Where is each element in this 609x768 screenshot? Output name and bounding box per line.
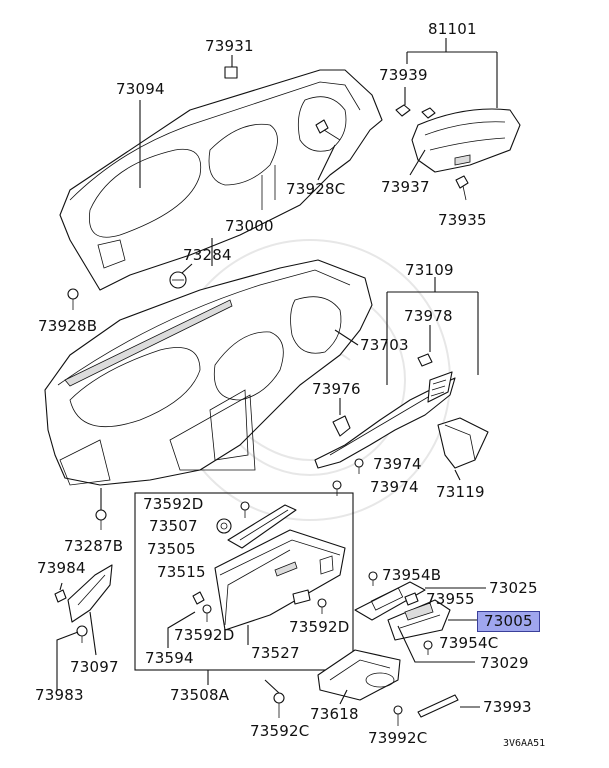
label-73703[interactable]: 73703 bbox=[360, 336, 409, 354]
leader-73928c bbox=[317, 144, 336, 181]
latch-73592d-right[interactable] bbox=[292, 589, 311, 605]
tray-73618[interactable] bbox=[317, 649, 401, 701]
leader-73284 bbox=[181, 263, 193, 274]
label-73592d-right[interactable]: 73592D bbox=[289, 618, 350, 636]
label-73931[interactable]: 73931 bbox=[205, 37, 254, 55]
leader-81101 bbox=[406, 38, 498, 108]
leader-73594 bbox=[167, 611, 196, 648]
label-73939[interactable]: 73939 bbox=[379, 66, 428, 84]
label-81101[interactable]: 81101 bbox=[428, 20, 477, 38]
label-73287b[interactable]: 73287B bbox=[64, 537, 124, 555]
label-73974-b[interactable]: 73974 bbox=[370, 478, 419, 496]
label-73937[interactable]: 73937 bbox=[381, 178, 430, 196]
label-73954b[interactable]: 73954B bbox=[382, 566, 442, 584]
label-73594[interactable]: 73594 bbox=[145, 649, 194, 667]
label-73025[interactable]: 73025 bbox=[489, 579, 538, 597]
rod-73993[interactable] bbox=[417, 694, 459, 718]
screw-73928c[interactable] bbox=[315, 119, 341, 141]
screw-73287b[interactable] bbox=[95, 509, 107, 530]
label-73928c[interactable]: 73928C bbox=[286, 180, 346, 198]
leader-73984 bbox=[59, 582, 63, 591]
switch-panel-73005[interactable] bbox=[387, 599, 451, 641]
meter-hood-81101[interactable] bbox=[411, 108, 521, 173]
label-73592d-left[interactable]: 73592D bbox=[174, 626, 235, 644]
label-73527[interactable]: 73527 bbox=[251, 644, 300, 662]
screw-73974-b[interactable] bbox=[332, 480, 342, 496]
label-73505[interactable]: 73505 bbox=[147, 540, 196, 558]
screw-73983[interactable] bbox=[76, 625, 88, 643]
screw-73954b[interactable] bbox=[368, 571, 378, 586]
clip-73939[interactable] bbox=[395, 104, 436, 119]
label-73005-selected[interactable]: 73005 bbox=[477, 611, 540, 632]
leader-73937 bbox=[409, 149, 426, 176]
label-73284[interactable]: 73284 bbox=[183, 246, 232, 264]
leader-73029 bbox=[397, 625, 475, 663]
clip-73515[interactable] bbox=[192, 591, 205, 605]
glove-box-group-frame bbox=[134, 492, 354, 671]
panel-73109[interactable] bbox=[314, 371, 456, 469]
label-73508a[interactable]: 73508A bbox=[170, 686, 230, 704]
leader-73097 bbox=[89, 611, 97, 656]
label-73507[interactable]: 73507 bbox=[149, 517, 198, 535]
side-cover-73097[interactable] bbox=[67, 564, 113, 623]
screw-73935[interactable] bbox=[455, 175, 469, 201]
label-73955[interactable]: 73955 bbox=[426, 590, 475, 608]
screw-73592d-left[interactable] bbox=[202, 604, 212, 622]
label-73928b[interactable]: 73928B bbox=[38, 317, 98, 335]
label-73000[interactable]: 73000 bbox=[225, 217, 274, 235]
leader-73119 bbox=[454, 469, 461, 481]
label-73097[interactable]: 73097 bbox=[70, 658, 119, 676]
clip-73955[interactable] bbox=[404, 592, 419, 606]
dash-upper-panel-73094[interactable] bbox=[59, 69, 383, 291]
box-73119[interactable] bbox=[437, 417, 489, 469]
dash-panel-73000[interactable] bbox=[44, 259, 373, 486]
label-73094[interactable]: 73094 bbox=[116, 80, 165, 98]
leader-73592c bbox=[264, 679, 280, 694]
drawing-code: 3V6AA51 bbox=[503, 738, 546, 749]
label-73618[interactable]: 73618 bbox=[310, 705, 359, 723]
label-73954c[interactable]: 73954C bbox=[439, 634, 499, 652]
part-73507[interactable] bbox=[216, 518, 232, 534]
cap-73284[interactable] bbox=[169, 271, 187, 289]
screw-73592c[interactable] bbox=[273, 692, 285, 718]
label-73935[interactable]: 73935 bbox=[438, 211, 487, 229]
screw-73974-a[interactable] bbox=[354, 458, 364, 474]
clip-73976[interactable] bbox=[332, 415, 351, 437]
screw-73592d-top[interactable] bbox=[240, 501, 250, 518]
glove-box-73527[interactable] bbox=[214, 529, 346, 631]
label-73983[interactable]: 73983 bbox=[35, 686, 84, 704]
leader-73983 bbox=[56, 631, 79, 690]
clip-73978[interactable] bbox=[417, 353, 433, 367]
screw-73592d-right[interactable] bbox=[317, 598, 327, 614]
frame-73025[interactable] bbox=[354, 581, 426, 621]
label-73109[interactable]: 73109 bbox=[405, 261, 454, 279]
screw-73954c[interactable] bbox=[423, 640, 433, 655]
label-73974-a[interactable]: 73974 bbox=[373, 455, 422, 473]
screw-73928b[interactable] bbox=[67, 288, 79, 310]
leader-73703 bbox=[334, 329, 359, 346]
label-73119[interactable]: 73119 bbox=[436, 483, 485, 501]
label-73592d-top[interactable]: 73592D bbox=[143, 495, 204, 513]
screw-73992c[interactable] bbox=[393, 705, 403, 726]
label-73515[interactable]: 73515 bbox=[157, 563, 206, 581]
leader-73618 bbox=[339, 689, 348, 705]
hinge-73505[interactable] bbox=[227, 504, 297, 549]
label-73029[interactable]: 73029 bbox=[480, 654, 529, 672]
label-73992c[interactable]: 73992C bbox=[368, 729, 428, 747]
label-73592c[interactable]: 73592C bbox=[250, 722, 310, 740]
clip-73984[interactable] bbox=[54, 589, 67, 603]
label-73984[interactable]: 73984 bbox=[37, 559, 86, 577]
label-73976[interactable]: 73976 bbox=[312, 380, 361, 398]
leader-73109 bbox=[386, 277, 479, 385]
label-73978[interactable]: 73978 bbox=[404, 307, 453, 325]
label-73993[interactable]: 73993 bbox=[483, 698, 532, 716]
clip-73931[interactable] bbox=[224, 66, 238, 79]
